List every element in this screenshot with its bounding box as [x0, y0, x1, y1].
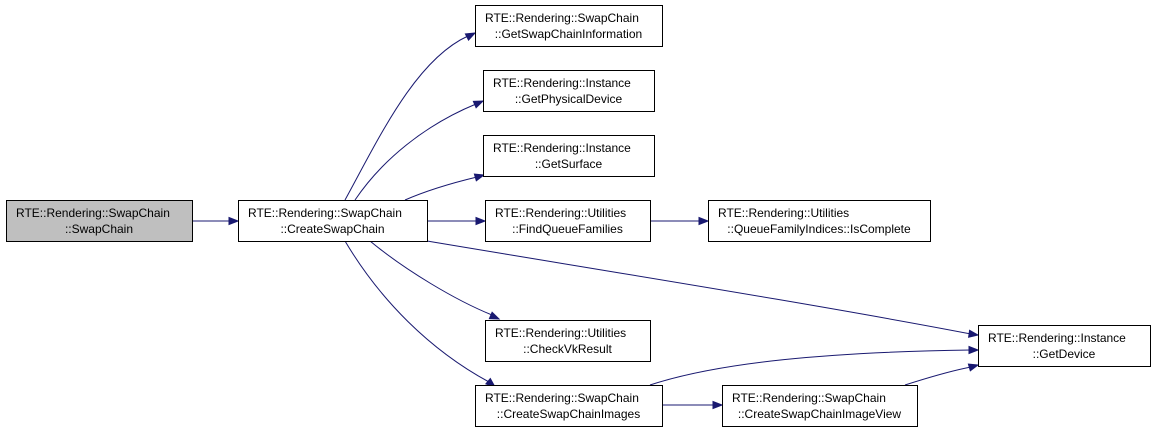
edge-line [426, 240, 979, 336]
node-label-line1: RTE::Rendering::Instance [988, 331, 1126, 345]
node-label-line2: ::CreateSwapChain [280, 222, 384, 236]
node-check-vk-result[interactable]: RTE::Rendering::Utilities::CheckVkResult [485, 320, 651, 362]
node-create-swapchain-images[interactable]: RTE::Rendering::SwapChain::CreateSwapCha… [475, 385, 663, 427]
node-swapchain-ctor: RTE::Rendering::SwapChain::SwapChain [6, 200, 193, 242]
node-label-line2: ::GetSurface [535, 157, 603, 171]
node-label-line2: ::GetSwapChainInformation [495, 27, 642, 41]
edge-arrowhead [967, 363, 980, 372]
edge-create_swapchain-to-get_swapchain_info [344, 32, 477, 201]
node-box [978, 325, 1151, 367]
node-get-swapchain-info[interactable]: RTE::Rendering::SwapChain::GetSwapChainI… [475, 5, 663, 47]
node-box [485, 320, 651, 362]
node-get-device[interactable]: RTE::Rendering::Instance::GetDevice [978, 325, 1151, 367]
node-label-line2: ::FindQueueFamilies [512, 222, 623, 236]
node-label-line1: RTE::Rendering::Instance [493, 141, 631, 155]
edge-arrowhead [712, 400, 724, 410]
node-create-swapchain[interactable]: RTE::Rendering::SwapChain::CreateSwapCha… [238, 200, 428, 242]
edge-create_swapchain-to-get_device [426, 240, 980, 338]
edge-arrowhead [488, 311, 501, 320]
node-box [475, 385, 663, 427]
node-box [483, 70, 655, 112]
edge-find_queue_families-to-queue_family_is_complete [650, 216, 710, 226]
edge-arrowhead [473, 173, 486, 182]
edge-line [904, 364, 979, 386]
edge-arrowhead [967, 329, 980, 338]
edge-arrowhead [968, 345, 980, 355]
node-label-line2: ::CheckVkResult [523, 342, 612, 356]
edge-create_swapchain-to-create_swapchain_images [344, 240, 497, 388]
edge-line [344, 240, 496, 388]
node-label-line1: RTE::Rendering::Instance [493, 76, 631, 90]
node-label-line1: RTE::Rendering::SwapChain [16, 206, 170, 220]
edge-swapchain_ctor-to-create_swapchain [192, 216, 240, 226]
node-label-line2: ::GetDevice [1033, 347, 1096, 361]
edge-line [354, 100, 484, 201]
node-label-line2: ::QueueFamilyIndices::IsComplete [727, 222, 911, 236]
node-box [722, 385, 918, 427]
edge-create_swapchain-to-get_physical_device [354, 100, 485, 201]
node-box [238, 200, 428, 242]
node-get-physical-device[interactable]: RTE::Rendering::Instance::GetPhysicalDev… [483, 70, 655, 112]
edge-create_swapchain-to-check_vk_result [369, 240, 501, 320]
node-box [708, 200, 931, 242]
node-box [485, 200, 651, 242]
node-queue-family-is-complete[interactable]: RTE::Rendering::Utilities::QueueFamilyIn… [708, 200, 931, 242]
node-box [6, 200, 193, 242]
edge-line [649, 349, 978, 386]
node-label-line2: ::SwapChain [65, 222, 133, 236]
edge-arrowhead [464, 32, 477, 42]
node-box [475, 5, 663, 47]
edge-create_swapchain_images-to-create_swapchain_image_view [662, 400, 724, 410]
edge-arrowhead [698, 216, 710, 226]
edge-create_swapchain-to-get_surface [404, 173, 486, 201]
node-create-swapchain-image-view[interactable]: RTE::Rendering::SwapChain::CreateSwapCha… [722, 385, 918, 427]
edge-line [344, 32, 476, 201]
node-label-line1: RTE::Rendering::Utilities [495, 206, 626, 220]
nodes-layer: RTE::Rendering::SwapChain::SwapChainRTE:… [6, 5, 1151, 427]
edge-create_swapchain_images-to-get_device [649, 345, 980, 386]
node-label-line1: RTE::Rendering::SwapChain [485, 11, 639, 25]
node-label-line2: ::CreateSwapChainImageView [738, 407, 902, 421]
node-label-line1: RTE::Rendering::SwapChain [732, 391, 886, 405]
node-label-line1: RTE::Rendering::SwapChain [485, 391, 639, 405]
node-box [483, 135, 655, 177]
node-get-surface[interactable]: RTE::Rendering::Instance::GetSurface [483, 135, 655, 177]
edge-arrowhead [475, 216, 487, 226]
edge-create_swapchain-to-find_queue_families [427, 216, 487, 226]
node-label-line2: ::CreateSwapChainImages [497, 407, 640, 421]
edge-arrowhead [228, 216, 240, 226]
edge-create_swapchain_image_view-to-get_device [904, 363, 980, 386]
edge-line [404, 174, 485, 201]
node-label-line1: RTE::Rendering::SwapChain [248, 206, 402, 220]
edge-line [369, 240, 500, 320]
node-label-line1: RTE::Rendering::Utilities [718, 206, 849, 220]
node-label-line1: RTE::Rendering::Utilities [495, 326, 626, 340]
edge-arrowhead [472, 100, 485, 109]
node-find-queue-families[interactable]: RTE::Rendering::Utilities::FindQueueFami… [485, 200, 651, 242]
edges-layer [192, 32, 980, 410]
node-label-line2: ::GetPhysicalDevice [515, 92, 623, 106]
